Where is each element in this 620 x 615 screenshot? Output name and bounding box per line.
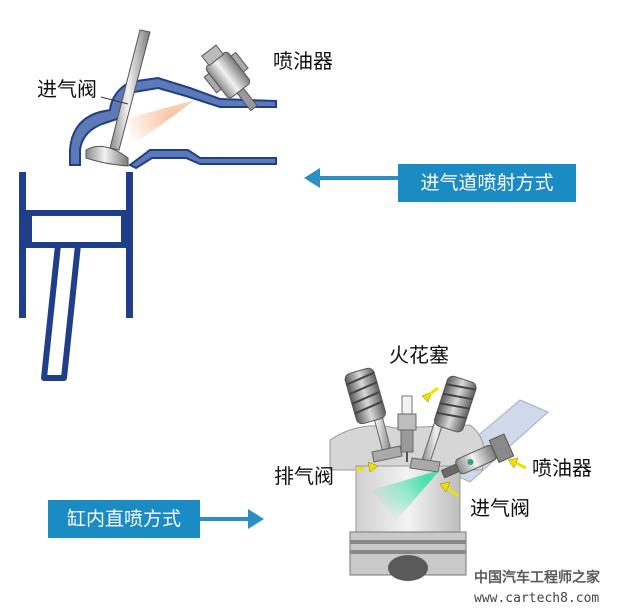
badge-port-injection: 进气道喷射方式	[398, 164, 576, 202]
intake-valve-leader	[100, 96, 129, 105]
direct-injection-engine	[329, 367, 549, 581]
watermark-cn: 中国汽车工程师之家	[474, 570, 600, 586]
piston-ring-2	[350, 550, 466, 554]
piston-pin	[388, 555, 428, 581]
port-injector	[201, 44, 258, 112]
watermark-url: www.cartech8.com	[474, 591, 600, 606]
badge-direct-injection: 缸内直喷方式	[48, 500, 200, 538]
label-intake-valve-bottom: 进气阀	[470, 496, 530, 520]
label-intake-valve-top: 进气阀	[37, 77, 97, 101]
label-injector-top: 喷油器	[273, 49, 333, 73]
intake-valve-direct	[409, 375, 477, 473]
piston	[26, 210, 127, 248]
spark-plug	[397, 395, 417, 462]
pointer-intake-valve	[439, 481, 459, 498]
pointer-spark-plug	[421, 386, 439, 403]
label-injector-bottom: 喷油器	[532, 456, 592, 480]
label-exhaust-valve: 排气阀	[274, 464, 334, 488]
intake-port-floor	[128, 149, 277, 170]
pointer-exhaust-valve	[355, 461, 379, 473]
direct-spray	[372, 470, 440, 522]
direct-injector	[440, 433, 515, 479]
piston-ring-1	[350, 540, 466, 544]
exhaust-valve	[344, 367, 403, 463]
port-injection-engine	[19, 29, 277, 381]
intake-port-wall	[69, 76, 277, 166]
connecting-rod	[41, 242, 81, 381]
label-spark-plug: 火花塞	[389, 343, 449, 367]
pointer-injector	[507, 457, 527, 470]
fuel-spray	[128, 100, 195, 146]
cylinder-wall-left	[19, 172, 26, 318]
arrow-direct-injection	[200, 509, 264, 529]
cylinder-wall-right	[126, 172, 133, 318]
intake-valve	[85, 29, 151, 167]
arrow-port-injection	[304, 168, 398, 188]
